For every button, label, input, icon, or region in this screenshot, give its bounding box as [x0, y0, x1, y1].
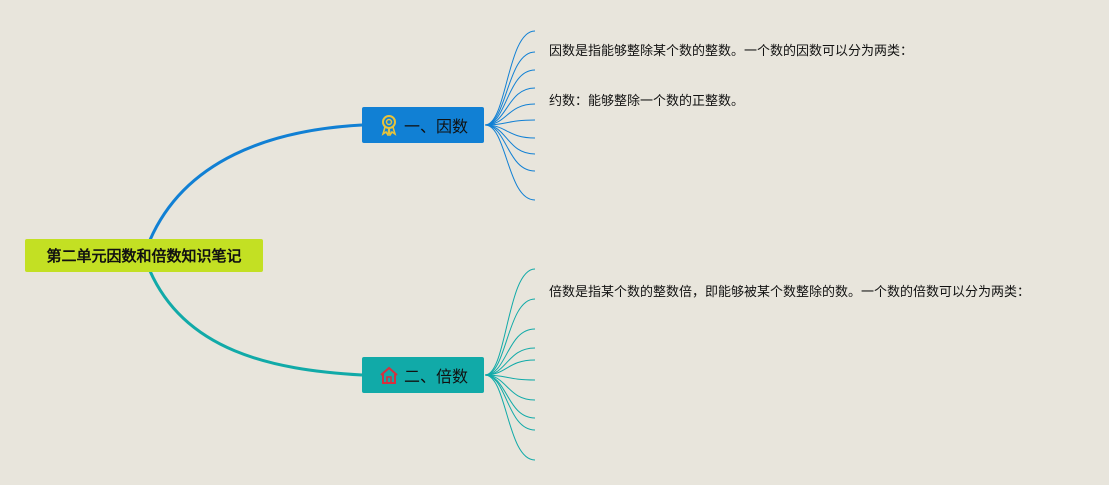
fan-connector — [484, 328, 536, 376]
fan-connector — [484, 374, 536, 419]
branch-multiples[interactable]: 二、倍数 — [362, 357, 484, 393]
fan-connector — [484, 51, 536, 126]
fan-connector — [484, 30, 536, 126]
fan-connector — [484, 124, 536, 201]
branch-multiples-label: 二、倍数 — [403, 367, 468, 386]
leaf-divisor-definition[interactable]: 约数：能够整除一个数的正整数。 — [549, 94, 745, 109]
leaf-factor-definition[interactable]: 因数是指能够整除某个数的整数。一个数的因数可以分为两类： — [549, 44, 914, 59]
house-icon — [378, 364, 400, 386]
fan-connector — [484, 124, 536, 155]
root-topic-label: 第二单元因数和倍数知识笔记 — [46, 247, 242, 265]
root-topic[interactable]: 第二单元因数和倍数知识笔记 — [25, 239, 263, 272]
branch-factors-label: 一、因数 — [403, 117, 468, 136]
fan-connector — [484, 359, 536, 376]
fan-connector — [484, 298, 536, 376]
branch-factors[interactable]: 一、因数 — [362, 107, 484, 143]
award-ribbon-icon — [378, 114, 400, 138]
fan-connector — [484, 124, 536, 172]
fan-connector — [484, 69, 536, 126]
fan-connector — [484, 374, 536, 431]
fan-connector — [484, 268, 536, 376]
fan-connector — [484, 374, 536, 461]
leaf-multiple-definition[interactable]: 倍数是指某个数的整数倍，即能够被某个数整除的数。一个数的倍数可以分为两类： — [549, 285, 1031, 300]
